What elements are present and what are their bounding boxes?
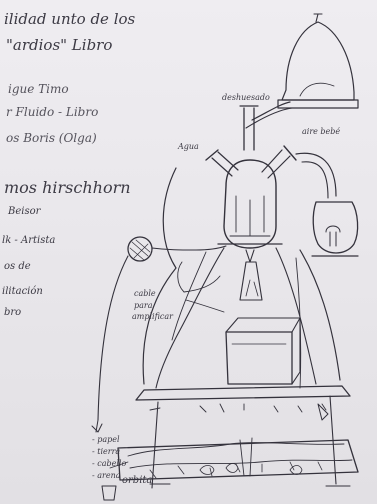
bottom-list-item: - arena [92, 472, 121, 480]
notes-heading: mos hirschhorn [4, 180, 131, 196]
bell-jar [282, 22, 354, 100]
upper-platform [136, 386, 350, 400]
label-cable: para [134, 302, 152, 310]
notes-title-line2: "ardios" Libro [6, 38, 112, 53]
notes-left-item: bro [4, 308, 21, 318]
notes-left-item: Beisor [8, 207, 40, 217]
label-agua: Agua [178, 143, 199, 151]
vessel-neck [244, 108, 254, 150]
notes-title-line1: ilidad unto de los [4, 12, 135, 27]
bottom-list-item: - cabello [92, 460, 126, 468]
notes-list-item: r Fluido - Libro [6, 106, 98, 118]
right-flask [313, 202, 357, 253]
notes-left-item: ilitación [2, 287, 43, 297]
notes-list-item: os Boris (Olga) [6, 132, 97, 144]
label-cable: amplificar [132, 313, 173, 321]
box [226, 332, 292, 384]
bottom-list-item: - tierra [92, 448, 120, 456]
outer-bell [143, 168, 176, 384]
label-aire-bebe: aire bebé [302, 128, 340, 136]
notes-left-item: os de [4, 262, 31, 272]
notes-list-item: igue Timo [8, 83, 69, 95]
label-top-flask: deshuesado [222, 94, 270, 102]
notes-left-item: lk - Artista [2, 236, 55, 246]
label-cable: cable [134, 290, 156, 298]
bottom-list-item: - papel [92, 436, 120, 444]
label-bottom-word: orbita [122, 476, 152, 486]
